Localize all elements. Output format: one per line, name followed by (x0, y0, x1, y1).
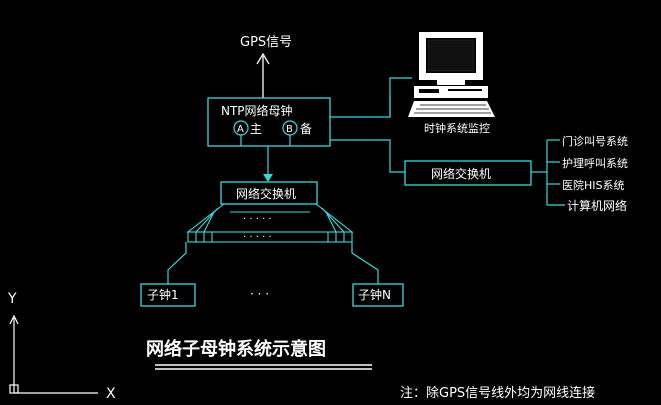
sub-clocks-ellipsis: · · · (250, 287, 269, 301)
switch-right-box (404, 160, 532, 186)
gps-signal-label: GPS信号 (240, 35, 292, 50)
link-master-switch-right (330, 139, 405, 173)
port-a-label: 主 (250, 122, 262, 136)
systems-bracket (531, 139, 565, 206)
port-stubs (240, 135, 291, 146)
hub-panel (186, 203, 354, 243)
diagram-title: 网络子母钟系统示意图 (146, 338, 326, 360)
hub-dots-lower: · · · · · (243, 232, 272, 243)
port-b-letter: B (286, 124, 293, 135)
sub-clock-n-label: 子钟N (358, 287, 391, 302)
sub-clock-1-box (140, 283, 196, 307)
gps-arrow (256, 52, 270, 98)
system-label-1: 门诊叫号系统 (562, 134, 628, 148)
master-clock-box (207, 97, 331, 147)
monitor-label: 时钟系统监控 (424, 121, 490, 135)
axis-y-label: Y (7, 291, 17, 307)
port-a-letter: A (237, 124, 244, 135)
axis-x-label: X (106, 386, 116, 402)
links-sub-clocks (167, 242, 379, 284)
hub-dots-upper: · · · · · (243, 214, 272, 225)
ucs-axis-icon (9, 314, 98, 394)
note-text: 注：除GPS信号线外均为网线连接 (400, 385, 595, 401)
switch-right-label: 网络交换机 (431, 166, 491, 181)
computer-monitor-icon (408, 32, 495, 117)
link-master-switch-center (263, 146, 273, 182)
system-label-4: 计算机网络 (567, 198, 627, 213)
master-clock-label: NTP网络母钟 (221, 103, 293, 118)
system-label-3: 医院HIS系统 (562, 178, 625, 192)
port-b-label: 备 (300, 122, 312, 136)
link-master-monitor (330, 77, 412, 118)
system-label-2: 护理呼叫系统 (562, 156, 628, 170)
switch-center-label: 网络交换机 (236, 186, 296, 201)
sub-clock-n-box (352, 283, 404, 307)
sub-clock-1-label: 子钟1 (147, 287, 179, 302)
